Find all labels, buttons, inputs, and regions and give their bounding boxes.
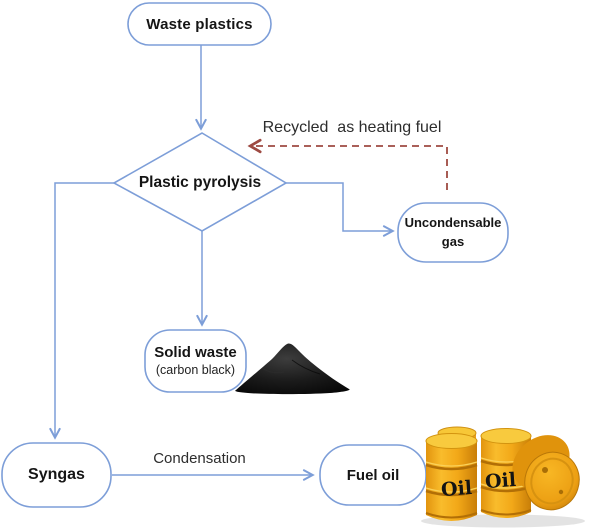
node-syngas <box>1 442 112 508</box>
edge-pyrolysis-to-uncondensable-gas <box>286 182 395 237</box>
node-plastic-pyrolysis <box>112 132 288 232</box>
barrel-left-oil-label: Oil <box>440 477 472 501</box>
oil-barrels-icon: Oil Oil <box>421 426 585 528</box>
node-solid-waste <box>144 329 247 393</box>
barrel-lying <box>512 435 580 511</box>
carbon-black-pile-icon <box>235 343 350 395</box>
barrel-middle-oil-label: Oil <box>484 469 516 493</box>
barrel-left <box>425 433 478 521</box>
edge-recycled-feedback-dashed <box>247 138 448 190</box>
edge-pyrolysis-to-syngas <box>49 182 114 440</box>
node-uncondensable-gas <box>397 202 509 263</box>
node-fuel-oil <box>319 444 427 506</box>
node-waste-plastics <box>127 2 272 46</box>
